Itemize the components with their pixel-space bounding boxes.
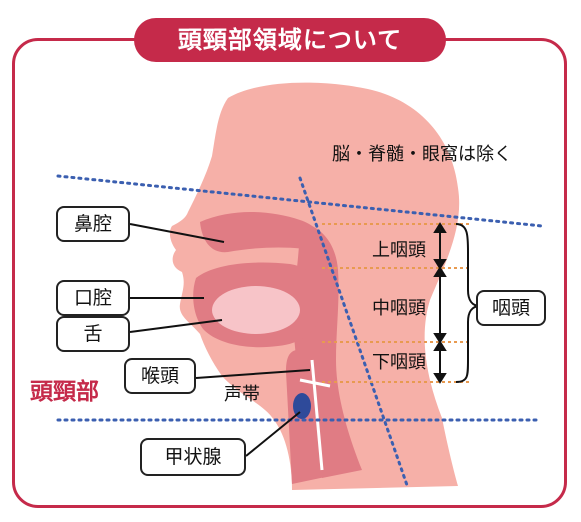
label-nasal-cavity: 鼻腔 [56, 206, 130, 242]
nasal-tissue [200, 212, 322, 253]
thyroid-shape [293, 393, 311, 419]
throat-wall [310, 359, 324, 471]
upper-boundary-line [56, 174, 544, 228]
leader-lines [129, 223, 311, 457]
pharynx-arrows [433, 222, 447, 384]
posterior-boundary-line [298, 176, 410, 490]
tongue-shape [212, 286, 300, 334]
label-oral-cavity: 口腔 [56, 280, 130, 316]
label-upper-pharynx: 上咽頭 [372, 240, 426, 261]
label-vocal-cord: 声帯 [224, 384, 260, 405]
label-lower-pharynx: 下咽頭 [372, 352, 426, 373]
label-larynx: 喉頭 [124, 358, 196, 394]
label-middle-pharynx: 中咽頭 [372, 298, 426, 319]
exclusion-note: 脳・脊髄・眼窩は除く [332, 144, 512, 165]
region-label: 頭頸部 [30, 379, 99, 405]
larynx-tissue [286, 348, 330, 484]
vocal-cord-line [299, 378, 331, 388]
label-thyroid: 甲状腺 [140, 438, 246, 476]
label-tongue: 舌 [56, 316, 130, 352]
label-pharynx: 咽頭 [476, 290, 546, 326]
page-title: 頭頸部領域について [134, 18, 446, 62]
